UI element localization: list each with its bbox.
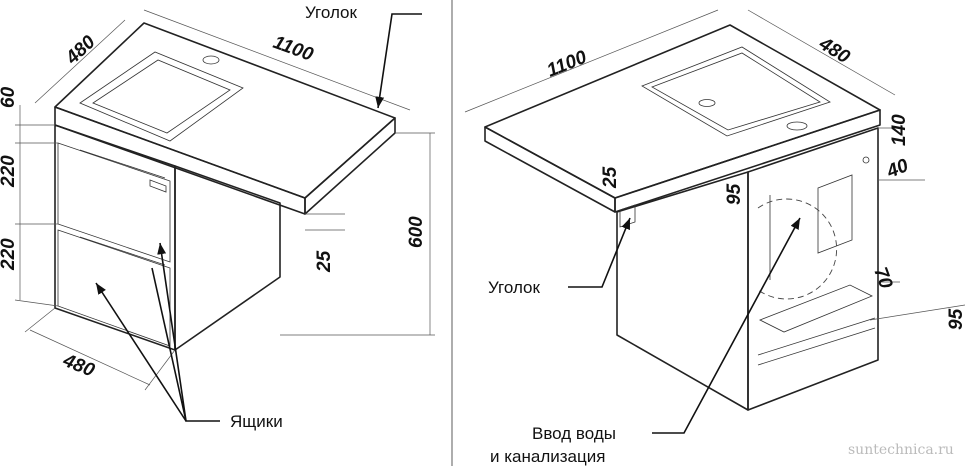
dim-line-480-top: [34, 19, 126, 104]
right-corner-bracket: [619, 204, 636, 228]
leader-drawers-c: [151, 267, 187, 422]
dim-ext-220-c: [14, 299, 59, 307]
right-shelf-line-a: [757, 317, 876, 356]
right-cabinet-back: [747, 127, 879, 411]
left-cabinet-front: [54, 124, 176, 351]
dim-offset-140: 140: [889, 114, 910, 146]
right-basin-outer: [641, 46, 831, 137]
drawer-upper: [57, 142, 171, 263]
dim-drawer-bottom: 220: [0, 238, 19, 271]
drawer-upper-rail: [79, 149, 166, 179]
dim-offset-left: 25: [314, 250, 335, 273]
right-basin-inner: [651, 52, 821, 131]
dim-offset-95-left: 95: [724, 183, 745, 205]
dim-top-width-left: 1100: [270, 32, 316, 66]
left-faucet-hole: [202, 55, 220, 65]
left-basin-outer: [79, 51, 244, 142]
dim-line-480-right: [747, 9, 896, 96]
dim-offset-95-right: 95: [946, 308, 967, 330]
dim-height: 600: [406, 216, 427, 248]
right-view: Уголок Ввод воды и канализация 1100 480 …: [464, 9, 967, 466]
dim-drawer-top: 220: [0, 155, 19, 188]
dim-line-1100-right: [464, 9, 719, 113]
right-cabinet-side: [616, 171, 749, 411]
dim-base-depth: 480: [59, 350, 98, 382]
right-shelf-line-b: [757, 327, 876, 366]
right-shelf: [759, 284, 873, 333]
right-box: [817, 174, 853, 254]
dim-top-width-right: 1100: [544, 47, 590, 82]
right-countertop-side: [614, 109, 881, 213]
dim-ext-480-b1: [24, 307, 56, 333]
leader-corner-left: [375, 13, 422, 109]
label-corner-left: Уголок: [305, 3, 358, 22]
dim-ext-480-b2: [144, 349, 176, 391]
dim-ext-95-right: [869, 304, 966, 321]
left-countertop-top: [54, 22, 396, 199]
left-countertop-side: [304, 117, 396, 215]
right-drain: [698, 99, 716, 107]
right-faucet-hole: [786, 121, 808, 131]
dim-line-480-bottom: [29, 329, 151, 386]
leader-inlet: [652, 217, 801, 434]
right-countertop-front: [484, 126, 616, 213]
dim-top-depth-right: 480: [815, 33, 854, 68]
label-inlet-2: и канализация: [490, 447, 605, 466]
label-drawers: Ящики: [230, 412, 283, 431]
dim-line-1100-left: [143, 9, 411, 111]
left-cabinet-side: [174, 165, 281, 351]
right-hook: [862, 156, 870, 164]
watermark: suntechnica.ru: [848, 442, 954, 458]
dim-top-depth-left: 480: [61, 31, 100, 69]
leader-corner-right: [568, 217, 631, 288]
left-basin-inner: [92, 59, 231, 134]
left-view: Уголок Ящики 480 1100 60 220 220 480 600…: [0, 3, 435, 431]
drawer-lower-rail: [79, 236, 166, 266]
drawer-upper-handle: [149, 179, 167, 193]
dim-offset-25: 25: [600, 166, 621, 189]
dim-offset-40: 40: [883, 155, 912, 183]
label-corner-right: Уголок: [488, 278, 541, 297]
dim-offset-70: 70: [869, 265, 896, 292]
label-inlet-1: Ввод воды: [532, 424, 616, 443]
dim-top-thickness: 60: [0, 86, 19, 108]
leader-drawers-b: [95, 282, 187, 422]
right-cutout-dashed: [757, 198, 837, 300]
